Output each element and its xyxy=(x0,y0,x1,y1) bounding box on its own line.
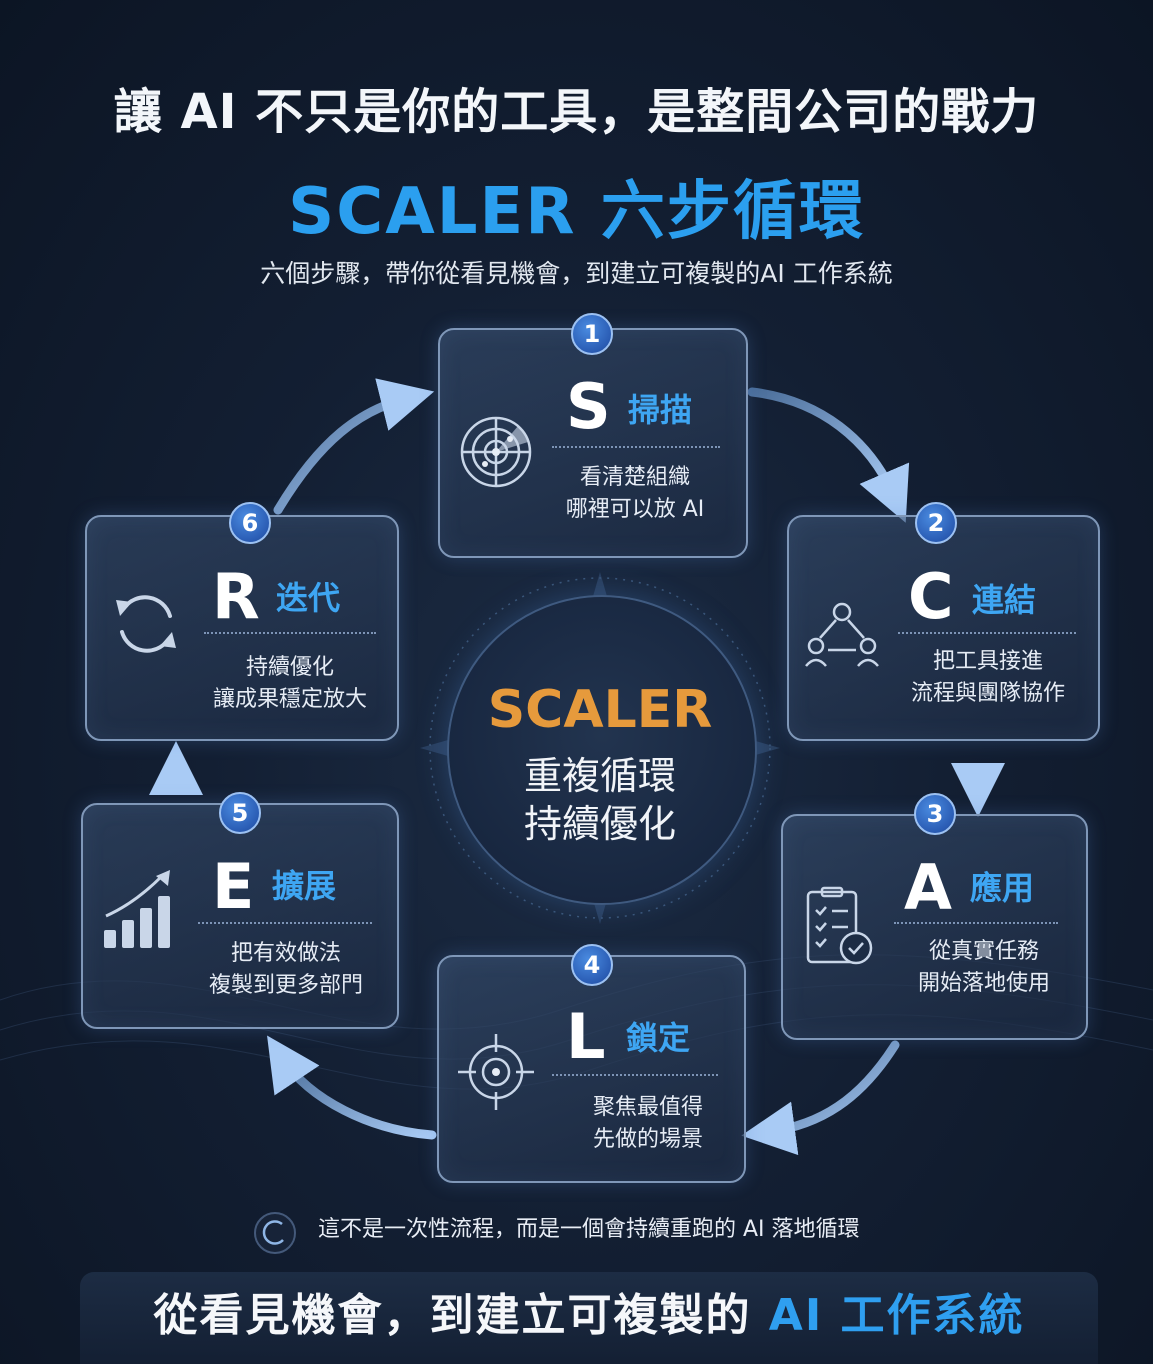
step-letter-e: E xyxy=(212,850,255,923)
step-desc-line: 哪裡可以放 AI xyxy=(565,497,705,522)
step-letter-s: S xyxy=(566,370,611,443)
step-card-expand xyxy=(81,803,399,1029)
step-name-connect: 連結 xyxy=(972,581,1037,619)
footer-text-part1: 從看見機會，到建立可複製的 xyxy=(153,1290,769,1341)
checklist-icon xyxy=(806,886,873,965)
divider xyxy=(894,922,1058,924)
divider xyxy=(552,446,720,448)
target-icon xyxy=(458,1034,534,1110)
step-desc-line: 開始落地使用 xyxy=(917,971,1050,996)
network-icon xyxy=(805,602,879,667)
divider xyxy=(198,922,372,924)
step-badge-2: 2 xyxy=(915,502,957,544)
loop-icon xyxy=(254,1212,296,1254)
step-letter-l: L xyxy=(566,1000,606,1073)
step-card-connect xyxy=(787,515,1100,741)
tagline: 六個步驟，帶你從看見機會，到建立可複製的AI 工作系統 xyxy=(260,259,893,288)
step-badge-4: 4 xyxy=(571,944,613,986)
step-badge-6: 6 xyxy=(229,502,271,544)
step-name-lock: 鎖定 xyxy=(626,1019,691,1057)
step-name-apply: 應用 xyxy=(970,869,1035,907)
refresh-icon xyxy=(116,595,176,653)
page-title: 讓 AI 不只是你的工具，是整間公司的戰力 xyxy=(113,84,1040,140)
step-desc-line: 複製到更多部門 xyxy=(208,973,363,998)
step-card-scan xyxy=(438,328,748,558)
step-desc-line: 先做的場景 xyxy=(592,1127,703,1152)
center-line-1: 重複循環 xyxy=(523,754,676,798)
growth-chart-icon xyxy=(104,870,170,948)
step-name-scan: 掃描 xyxy=(628,391,693,429)
footer-text-part2: AI 工作系統 xyxy=(768,1290,1025,1341)
divider xyxy=(552,1074,718,1076)
divider xyxy=(204,632,376,634)
step-card-iterate xyxy=(85,515,399,741)
step-letter-a: A xyxy=(904,851,952,924)
page-subtitle: SCALER 六步循環 xyxy=(288,175,865,249)
cycle-note: 這不是一次性流程，而是一個會持續重跑的 AI 落地循環 xyxy=(318,1217,860,1242)
step-desc-line: 從真實任務 xyxy=(928,939,1039,964)
step-desc-line: 流程與團隊協作 xyxy=(910,681,1065,706)
step-desc-scan: 看清楚組織 哪裡可以放 AI xyxy=(540,462,730,526)
step-letter-c: C xyxy=(908,560,954,633)
step-badge-3: 3 xyxy=(914,793,956,835)
step-letter-r: R xyxy=(212,560,260,633)
step-badge-1: 1 xyxy=(571,313,613,355)
step-desc-apply: 從真實任務 開始落地使用 xyxy=(884,936,1084,1000)
step-desc-expand: 把有效做法 複製到更多部門 xyxy=(186,938,386,1002)
step-badge-5: 5 xyxy=(219,792,261,834)
step-desc-line: 持續優化 xyxy=(245,655,334,680)
step-card-lock xyxy=(437,955,746,1183)
center-line-2: 持續優化 xyxy=(523,802,676,846)
divider xyxy=(898,632,1076,634)
footer-banner xyxy=(80,1272,1098,1364)
center-title: SCALER xyxy=(487,680,713,740)
radar-icon xyxy=(460,416,532,488)
step-desc-line: 看清楚組織 xyxy=(579,465,690,490)
step-desc-lock: 聚焦最值得 先做的場景 xyxy=(548,1092,748,1156)
step-name-expand: 擴展 xyxy=(272,867,337,905)
step-desc-line: 把有效做法 xyxy=(230,941,341,966)
step-desc-iterate: 持續優化 讓成果穩定放大 xyxy=(190,652,390,716)
center-circle xyxy=(447,595,757,905)
step-desc-line: 讓成果穩定放大 xyxy=(212,687,367,712)
step-desc-connect: 把工具接進 流程與團隊協作 xyxy=(888,646,1088,710)
footer-text: 從看見機會，到建立可複製的 AI 工作系統 xyxy=(80,1286,1098,1346)
step-desc-line: 聚焦最值得 xyxy=(592,1095,703,1120)
step-name-iterate: 迭代 xyxy=(276,579,341,617)
step-desc-line: 把工具接進 xyxy=(932,649,1043,674)
